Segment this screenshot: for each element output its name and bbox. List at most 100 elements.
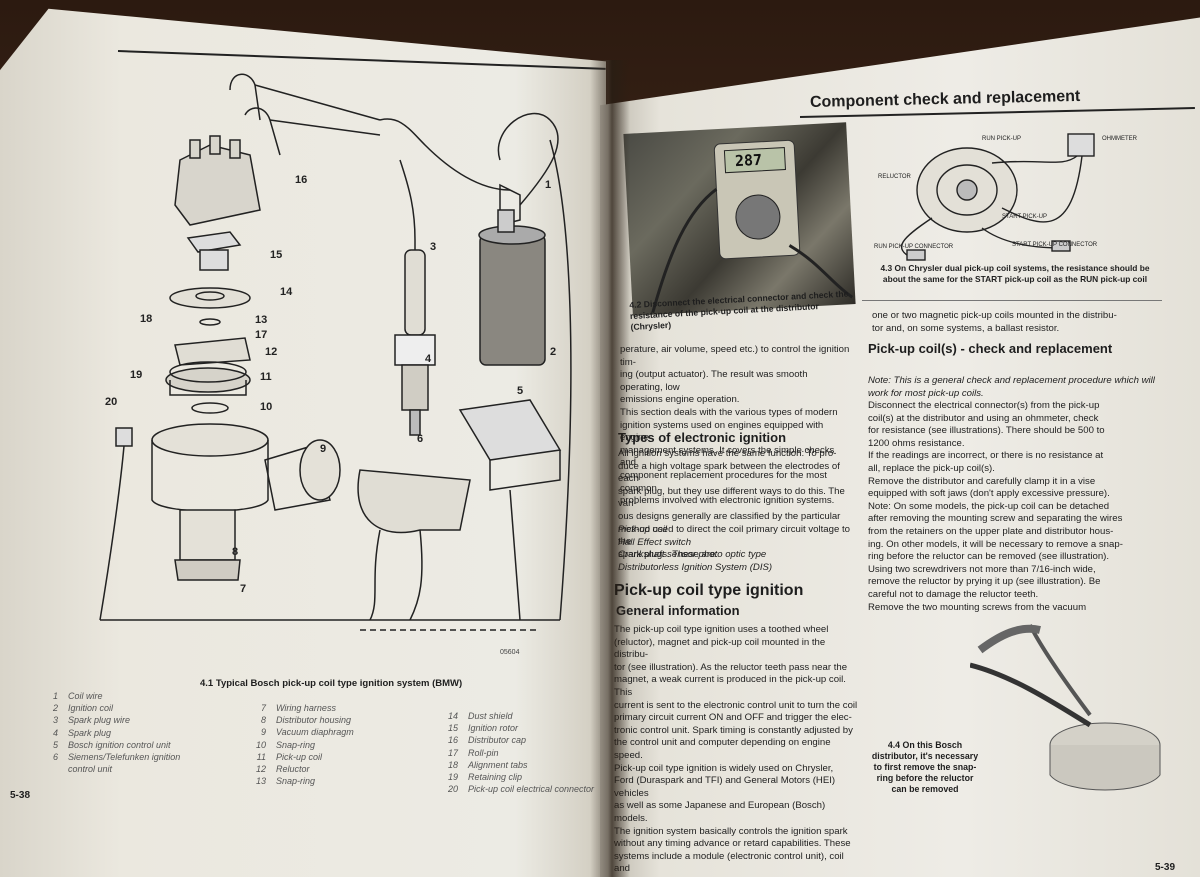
- svg-text:18: 18: [140, 313, 152, 325]
- text-line: Distributorless Ignition System (DIS): [618, 561, 773, 573]
- text-line: The pick-up coil type ignition uses a to…: [614, 624, 829, 635]
- text-line: remove the reluctor by prying it up (see…: [868, 576, 1101, 588]
- svg-text:10: 10: [260, 401, 272, 413]
- ignition-coil: [479, 234, 546, 366]
- text-line: all, replace the pick-up coil(s).: [868, 462, 995, 474]
- legend-text: Distributor housing: [276, 715, 352, 726]
- text-line: perature, air volume, speed etc.) to con…: [620, 344, 850, 368]
- text-line: ing. On other models, it will be necessa…: [868, 538, 1123, 550]
- legend-number: 1: [52, 691, 58, 701]
- legend-text: Pick-up coil electrical connector: [468, 784, 595, 795]
- coil-wire-boot: [229, 73, 261, 121]
- spark-plug-wire: [404, 249, 426, 336]
- bosch-control-unit: [458, 399, 562, 461]
- legend-text: Wiring harness: [276, 703, 336, 713]
- text-line: the control unit and computer depending …: [614, 737, 831, 761]
- text-line: Disconnect the electrical connector(s) f…: [868, 400, 1100, 411]
- svg-text:13: 13: [255, 314, 267, 326]
- siemens-control-unit: [357, 469, 471, 534]
- note-general: Note: This is a general check and replac…: [868, 375, 1155, 399]
- text-line: current is sent to the electronic contro…: [614, 699, 858, 711]
- heading-general-info: General information: [616, 603, 740, 618]
- text-line: Crankshaft sensor photo optic type: [618, 549, 767, 561]
- text-line: as well as some Japanese and European (B…: [614, 800, 826, 824]
- page-number-right: 5-39: [1155, 862, 1176, 873]
- legend-text: Distributor cap: [468, 735, 527, 746]
- legend-text: Snap-ring: [276, 776, 316, 787]
- legend-number: 19: [447, 772, 458, 783]
- heading-check-replacement: Pick-up coil(s) - check and replacement: [868, 341, 1113, 356]
- text-line: tronic control unit. Spark timing is con…: [614, 724, 853, 736]
- photo-multimeter: 287: [623, 122, 856, 316]
- text-line: tor (see illustration). As the reluctor …: [614, 661, 848, 673]
- text-line: ring before the reluctor can be removed …: [868, 551, 1110, 563]
- text-line: This section deals with the various type…: [620, 406, 838, 418]
- text-line: from the retainers on the upper plate an…: [868, 525, 1114, 537]
- legend-number: 10: [255, 739, 266, 750]
- text-line: (reluctor), magnet and pick-up coil moun…: [614, 636, 826, 661]
- text-line: Remove the two mounting screws from the …: [868, 601, 1087, 613]
- text-line: component replacement procedures for the…: [620, 469, 827, 494]
- legend-number: 8: [260, 715, 266, 726]
- legend-number: 6: [52, 752, 58, 763]
- legend-text: Dust shield: [468, 711, 513, 721]
- label-reluctor: RELUCTOR: [878, 174, 912, 180]
- legend-entry: 13 Snap-ring: [248, 775, 354, 787]
- legend-text: Ignition rotor: [468, 723, 519, 734]
- legend-number: 3: [52, 715, 58, 726]
- legend-text: Ignition coil: [68, 703, 114, 714]
- legend-entry: control unit: [40, 763, 180, 775]
- legend-number: 11: [256, 751, 266, 762]
- check-procedure-text: Disconnect the electrical connector(s) f…: [868, 400, 1160, 614]
- text-line: primary circuit current ON and OFF and t…: [614, 712, 852, 724]
- text-line: 1200 ohms resistance.: [868, 437, 965, 449]
- svg-text:17: 17: [255, 329, 267, 341]
- page-number-left: 5-38: [10, 790, 31, 801]
- svg-text:5: 5: [517, 385, 523, 397]
- heading-types: Types of electronic ignition: [618, 430, 787, 445]
- heading-pickup-type: Pick-up coil type ignition: [614, 582, 804, 599]
- svg-text:1: 1: [545, 179, 551, 191]
- text-line: equipped with soft jaws (don't apply exc…: [868, 488, 1110, 500]
- text-line: problems involved with electronic igniti…: [620, 495, 835, 507]
- text-line: emissions engine operation.: [620, 394, 740, 406]
- legend-number: 14: [447, 711, 458, 721]
- text-line: ing (output actuator). The result was sm…: [620, 369, 808, 393]
- chrysler-pickup-diagram: RUN PICK-UP OHMMETER RELUCTOR START PICK…: [874, 133, 1138, 261]
- text-line: systems include a module (electronic con…: [614, 850, 844, 875]
- text-line: duce a high voltage spark between the el…: [618, 460, 840, 485]
- label-start-pickup: START PICK-UP: [1002, 214, 1047, 220]
- legend-number: 13: [255, 776, 266, 787]
- meter-display: 287: [734, 150, 763, 171]
- vacuum-diaphragm: [299, 439, 341, 501]
- text-line: Remove the distributor and carefully cla…: [868, 475, 1096, 487]
- label-ohmmeter: OHMMETER: [1102, 136, 1138, 142]
- legend-number: 9: [260, 727, 266, 738]
- text-line: The ignition system basically controls t…: [614, 825, 848, 837]
- text-line: Note: On some models, the pick-up coil c…: [868, 500, 1110, 512]
- text-line: ignition systems used on engines equippe…: [620, 419, 824, 444]
- svg-text:3: 3: [430, 241, 436, 253]
- svg-text:11: 11: [260, 371, 272, 383]
- right-page: Component check and replacement 287 4.2 …: [600, 17, 1200, 877]
- legend-text: Reluctor: [276, 764, 310, 775]
- legend-text: control unit: [68, 764, 113, 775]
- svg-text:6: 6: [417, 433, 423, 445]
- label-run-pickup: RUN PICK-UP: [982, 136, 1021, 142]
